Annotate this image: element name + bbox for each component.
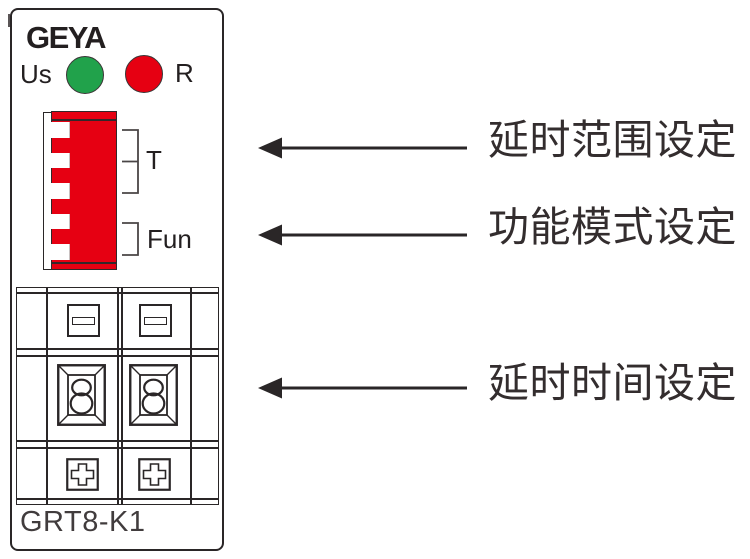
function-mode-arrow-icon	[258, 224, 467, 246]
function-mode-label: 功能模式设定	[488, 204, 737, 250]
delay-time-label: 延时时间设定	[488, 360, 737, 406]
model-number: GRT8-K1	[20, 506, 146, 538]
screw-slot-mark	[71, 316, 95, 325]
dip-top-line	[52, 119, 116, 121]
t-group-label: T	[146, 145, 162, 175]
dip-switch-1	[51, 122, 70, 138]
dip-switch-5	[51, 244, 70, 260]
slot-screw-icon	[139, 304, 172, 337]
tblock-line	[190, 288, 192, 504]
delay-range-arrow-icon	[258, 137, 467, 159]
dip-switch-3	[51, 183, 70, 199]
delay-range-label: 延时范围设定	[488, 117, 737, 163]
phillips-screw-icon	[138, 458, 171, 491]
timer-relay-device: GEYA Us R T Fun	[8, 8, 224, 551]
din-clip-tab	[8, 14, 10, 27]
rotary-dial-right	[129, 364, 178, 426]
r-led-label: R	[175, 58, 194, 88]
screw-slot-mark	[143, 316, 167, 325]
brand-logo: GEYA	[26, 20, 107, 55]
phillips-screw-icon	[66, 458, 99, 491]
us-led-label: Us	[20, 59, 52, 89]
dip-bottom-line	[52, 262, 116, 264]
rotary-dial-left	[57, 364, 106, 426]
dip-switch-4	[51, 213, 70, 229]
power-led-icon	[66, 56, 104, 94]
dip-switch-2	[51, 152, 70, 168]
delay-time-arrow-icon	[258, 377, 467, 399]
slot-screw-icon	[67, 304, 100, 337]
relay-led-icon	[125, 55, 163, 93]
tblock-line	[117, 288, 119, 504]
t-bracket-icon	[122, 129, 139, 194]
fun-bracket-icon	[122, 222, 139, 256]
fun-group-label: Fun	[147, 224, 192, 254]
tblock-line	[121, 288, 123, 504]
terminal-block	[16, 287, 219, 505]
tblock-line	[46, 288, 48, 504]
